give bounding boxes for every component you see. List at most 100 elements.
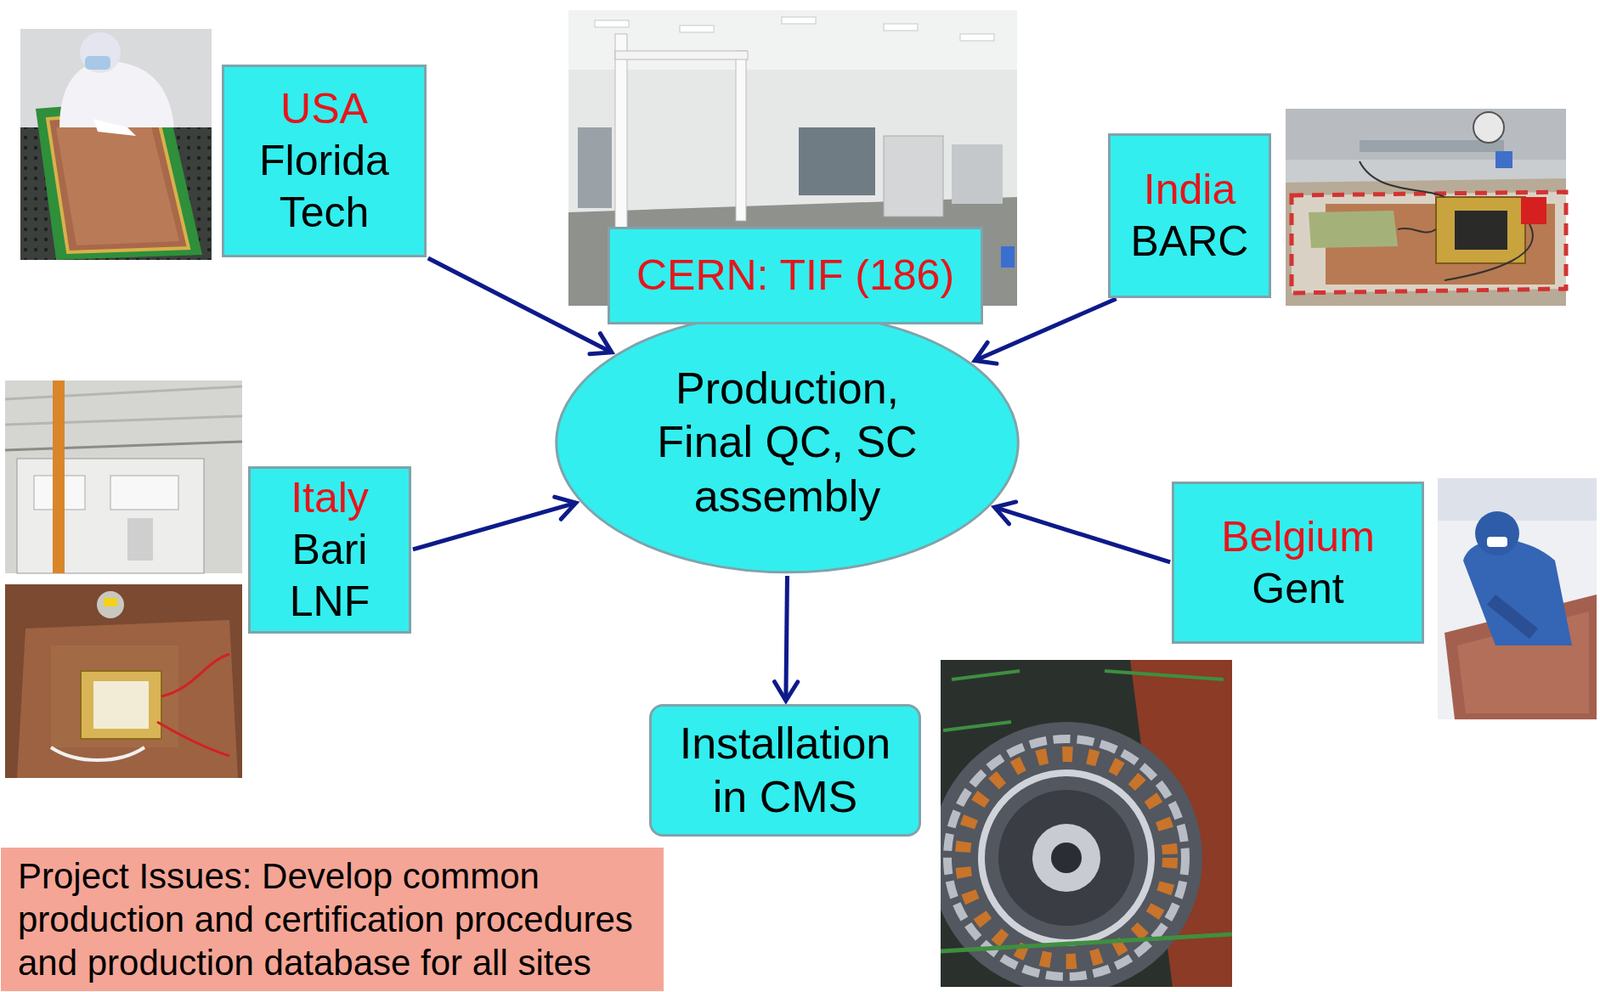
arrow-line bbox=[995, 508, 1171, 563]
photo-test-bench bbox=[1285, 108, 1567, 306]
photo-test-bench-part bbox=[1285, 108, 1567, 160]
site-heading: Italy bbox=[290, 472, 369, 525]
photo-cern-hall-part bbox=[615, 33, 628, 255]
photo-cern-hall-part bbox=[883, 23, 918, 31]
photo-italy-lab-part bbox=[52, 380, 65, 574]
photo-test-bench-part bbox=[1495, 151, 1513, 169]
photo-italy-irradiation-part bbox=[16, 620, 238, 779]
note-text: Project Issues: Develop common productio… bbox=[17, 854, 647, 986]
photo-italy-lab-part bbox=[5, 380, 243, 574]
photo-cern-hall-part bbox=[1000, 246, 1015, 268]
photo-gem-foil-cleanroom-part bbox=[56, 119, 180, 246]
photo-cern-hall-part bbox=[615, 50, 748, 60]
photo-cms-detector-part bbox=[943, 671, 1224, 731]
photo-gem-foil-cleanroom-part bbox=[93, 118, 136, 136]
photo-belgium-cleanroom-part bbox=[1475, 511, 1520, 556]
photo-italy-irradiation-part bbox=[50, 645, 179, 748]
photo-belgium-cleanroom-part bbox=[1437, 478, 1597, 521]
arrow-line bbox=[976, 299, 1117, 361]
photo-italy-irradiation-part bbox=[93, 681, 149, 730]
photo-cms-detector-part bbox=[1051, 842, 1082, 874]
site-name: BARC bbox=[1130, 215, 1250, 268]
photo-gem-foil-cleanroom bbox=[20, 28, 212, 261]
photo-belgium-cleanroom-part bbox=[1463, 540, 1572, 646]
site-name: Gent bbox=[1251, 563, 1344, 616]
arrow-line bbox=[428, 258, 611, 352]
photo-cern-hall-part bbox=[781, 16, 816, 24]
photo-test-bench-part bbox=[1454, 210, 1508, 250]
site-box: CERN: TIF (186) bbox=[607, 226, 984, 325]
photo-italy-lab-part bbox=[110, 475, 179, 510]
photo-cms-detector-part bbox=[998, 790, 1135, 927]
photo-cern-hall-part bbox=[594, 20, 629, 28]
photo-test-bench-part bbox=[1308, 210, 1398, 249]
photo-italy-irradiation-part bbox=[157, 654, 230, 757]
arrow-connector bbox=[428, 258, 612, 355]
photo-cms-detector bbox=[940, 660, 1233, 988]
arrow-connector bbox=[974, 299, 1116, 364]
photo-italy-irradiation-part bbox=[103, 598, 118, 607]
photo-gem-foil-cleanroom-part bbox=[84, 56, 111, 70]
photo-cern-hall-part bbox=[735, 50, 747, 221]
site-box: USAFlorida Tech bbox=[221, 64, 427, 258]
arrow-connector bbox=[412, 497, 577, 550]
site-box: IndiaBARC bbox=[1108, 133, 1272, 299]
photo-gem-foil-cleanroom-part bbox=[20, 28, 212, 261]
site-heading: Belgium bbox=[1221, 511, 1375, 564]
process-text: Production, Final QC, SC assembly bbox=[655, 361, 921, 524]
photo-italy-lab-part bbox=[5, 441, 243, 451]
site-box: ItalyBari LNF bbox=[248, 466, 412, 634]
photo-gem-foil-cleanroom-part bbox=[47, 110, 189, 253]
photo-italy-irradiation-part bbox=[50, 747, 145, 761]
photo-italy-lab-part bbox=[16, 458, 204, 574]
photo-italy-irradiation bbox=[5, 584, 243, 779]
note-box: Project Issues: Develop common productio… bbox=[0, 848, 664, 992]
photo-test-bench-part bbox=[1285, 108, 1567, 306]
photo-cern-hall-part bbox=[568, 10, 1018, 70]
arrow-connector bbox=[774, 576, 798, 702]
photo-belgium-cleanroom-part bbox=[1486, 594, 1538, 639]
photo-belgium-cleanroom bbox=[1437, 478, 1597, 720]
process-box: Installation in CMS bbox=[649, 704, 922, 837]
photo-cms-detector-part bbox=[940, 934, 1233, 952]
arrow-head bbox=[774, 682, 798, 702]
photo-test-bench-part bbox=[1359, 161, 1533, 281]
photo-cern-hall-part bbox=[798, 127, 876, 196]
arrow-head bbox=[974, 342, 997, 364]
photo-italy-lab-part bbox=[5, 386, 243, 425]
photo-cern-hall-part bbox=[960, 33, 995, 41]
photo-italy-irradiation-part bbox=[80, 671, 162, 740]
photo-gem-foil-cleanroom-part bbox=[79, 32, 121, 74]
photo-test-bench-part bbox=[1291, 192, 1567, 294]
photo-italy-irradiation-part bbox=[96, 591, 125, 619]
site-name: Florida Tech bbox=[231, 135, 418, 239]
photo-italy-irradiation-part bbox=[5, 584, 243, 779]
photo-cms-detector-part bbox=[962, 754, 1171, 962]
ellipse-shape bbox=[556, 312, 1019, 573]
process-ellipse: Production, Final QC, SC assembly bbox=[554, 310, 1021, 575]
arrow-head bbox=[994, 502, 1016, 525]
site-box: BelgiumGent bbox=[1171, 481, 1425, 645]
photo-belgium-cleanroom-part bbox=[1437, 478, 1597, 720]
photo-cern-hall-part bbox=[577, 127, 612, 209]
photo-cms-detector-part bbox=[1032, 824, 1101, 893]
photo-cern-hall-part bbox=[883, 135, 944, 217]
photo-belgium-cleanroom-part bbox=[1486, 537, 1508, 548]
site-name: Bari LNF bbox=[257, 524, 402, 628]
photo-test-bench-part bbox=[1520, 197, 1547, 225]
site-heading: USA bbox=[280, 83, 368, 136]
arrow-line bbox=[785, 576, 788, 700]
photo-italy-lab-part bbox=[127, 518, 153, 561]
photo-cern-hall-part bbox=[951, 144, 1003, 204]
photo-test-bench-part bbox=[1285, 178, 1567, 306]
site-heading: CERN: TIF (186) bbox=[636, 249, 955, 302]
photo-italy-lab bbox=[5, 380, 243, 574]
arrow-head bbox=[554, 497, 577, 520]
site-heading: India bbox=[1143, 163, 1236, 216]
photo-cms-detector-part bbox=[981, 773, 1152, 944]
photo-test-bench-part bbox=[1436, 197, 1526, 264]
photo-test-bench-part bbox=[1473, 112, 1504, 143]
photo-gem-foil-cleanroom-part bbox=[59, 61, 175, 128]
arrow-line bbox=[412, 503, 575, 550]
